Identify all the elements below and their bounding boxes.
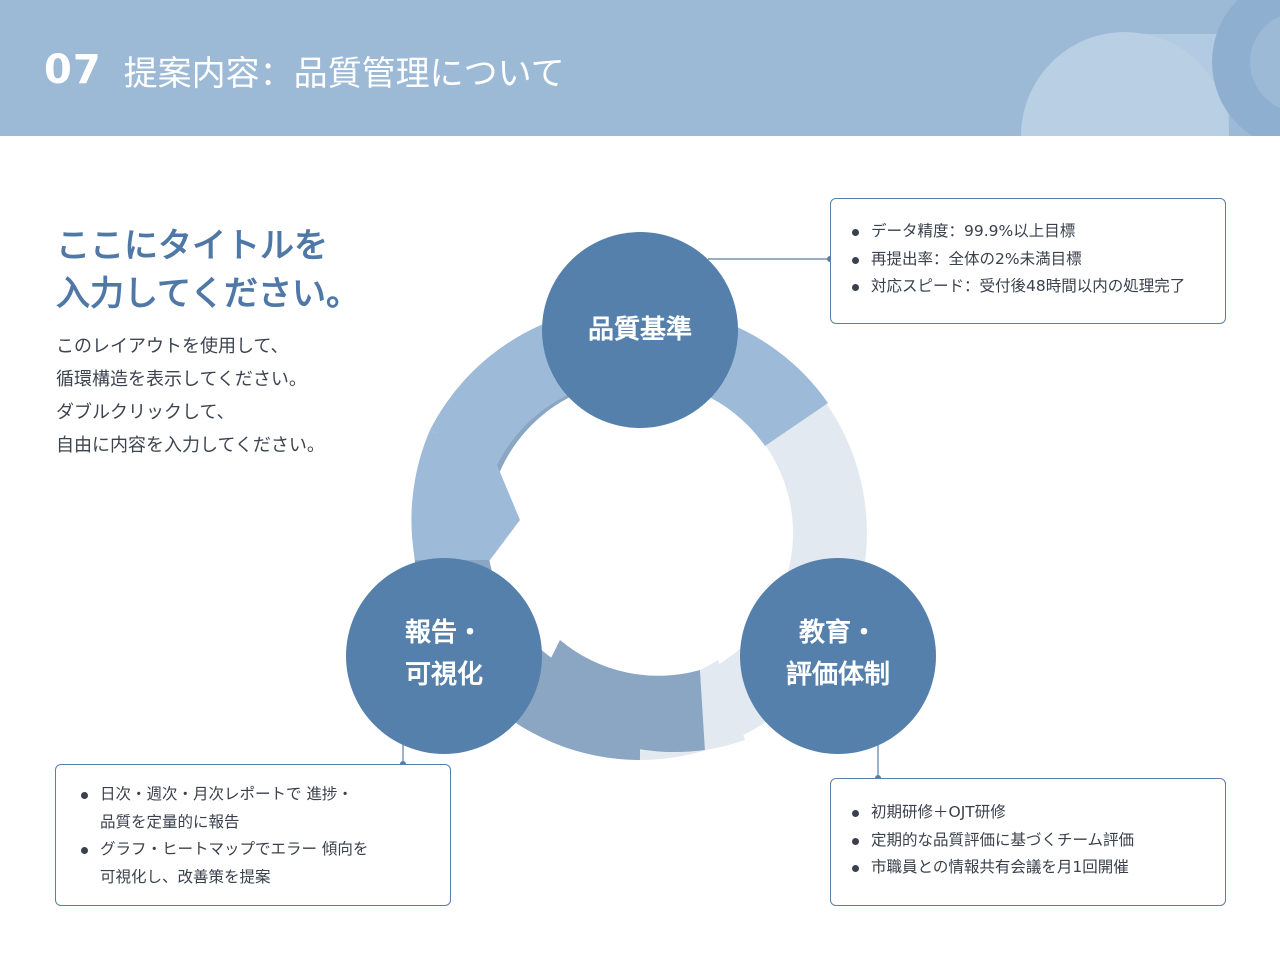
intro-description-line: 循環構造を表示してください。 xyxy=(56,369,307,390)
intro-description-line: ダブルクリックして、 xyxy=(56,402,235,423)
header-decoration xyxy=(1021,0,1280,136)
ring-segment-lower-left xyxy=(411,430,520,560)
node-reporting-visualization[interactable] xyxy=(346,558,542,754)
header-banner: 07 提案内容：品質管理について xyxy=(0,0,1280,136)
list-item: データ精度：99.9%以上目標 xyxy=(847,218,1225,246)
node-label-line: 報告・ xyxy=(404,618,483,648)
node-label-line: 評価体制 xyxy=(785,660,890,690)
page-heading: 07 提案内容：品質管理について xyxy=(44,40,565,100)
intro-title-line: 入力してください。 xyxy=(56,274,360,314)
list-item: 市職員との情報共有会議を月1回開催 xyxy=(847,854,1225,882)
node-education-evaluation[interactable] xyxy=(740,558,936,754)
intro-description-line: 自由に内容を入力してください。 xyxy=(56,435,325,456)
list-item-line: 日次・週次・月次レポートで 進捗・ xyxy=(100,785,353,803)
list-item: 定期的な品質評価に基づくチーム評価 xyxy=(847,827,1225,855)
node-label-line: 可視化 xyxy=(404,660,483,690)
intro-description[interactable]: このレイアウトを使用して、 循環構造を表示してください。 ダブルクリックして、 … xyxy=(56,330,416,462)
list-item: 初期研修＋OJT研修 xyxy=(847,799,1225,827)
section-number: 07 xyxy=(44,47,102,93)
info-box-education[interactable]: 初期研修＋OJT研修 定期的な品質評価に基づくチーム評価 市職員との情報共有会議… xyxy=(830,778,1226,906)
intro-title-line: ここにタイトルを xyxy=(56,226,328,266)
node-label-line: 品質基準 xyxy=(587,315,692,345)
list-item: 再提出率：全体の2%未満目標 xyxy=(847,246,1225,274)
node-label-quality: 品質基準 xyxy=(542,309,738,351)
list-item-line: 品質を定量的に報告 xyxy=(100,812,240,831)
list-item: 対応スピード：受付後48時間以内の処理完了 xyxy=(847,273,1225,301)
list-item-line: グラフ・ヒートマップでエラー 傾向を xyxy=(100,840,369,858)
intro-title[interactable]: ここにタイトルを 入力してください。 xyxy=(56,222,416,318)
node-quality-standards[interactable] xyxy=(542,232,738,428)
list-item: 日次・週次・月次レポートで 進捗・ 品質を定量的に報告 xyxy=(76,781,450,836)
info-box-quality[interactable]: データ精度：99.9%以上目標 再提出率：全体の2%未満目標 対応スピード：受付… xyxy=(830,198,1226,324)
node-label-line: 教育・ xyxy=(798,618,877,648)
node-label-report: 報告・ 可視化 xyxy=(346,612,542,696)
ring-segment-bottom xyxy=(530,640,705,753)
page-title: 提案内容：品質管理について xyxy=(123,53,565,94)
ring-segment-bottom-right xyxy=(700,660,745,750)
list-item-line: 可視化し、改善策を提案 xyxy=(100,867,271,886)
intro-description-line: このレイアウトを使用して、 xyxy=(56,336,289,357)
node-label-education: 教育・ 評価体制 xyxy=(740,612,936,696)
list-item: グラフ・ヒートマップでエラー 傾向を 可視化し、改善策を提案 xyxy=(76,836,450,891)
info-box-report[interactable]: 日次・週次・月次レポートで 進捗・ 品質を定量的に報告 グラフ・ヒートマップでエ… xyxy=(55,764,451,906)
